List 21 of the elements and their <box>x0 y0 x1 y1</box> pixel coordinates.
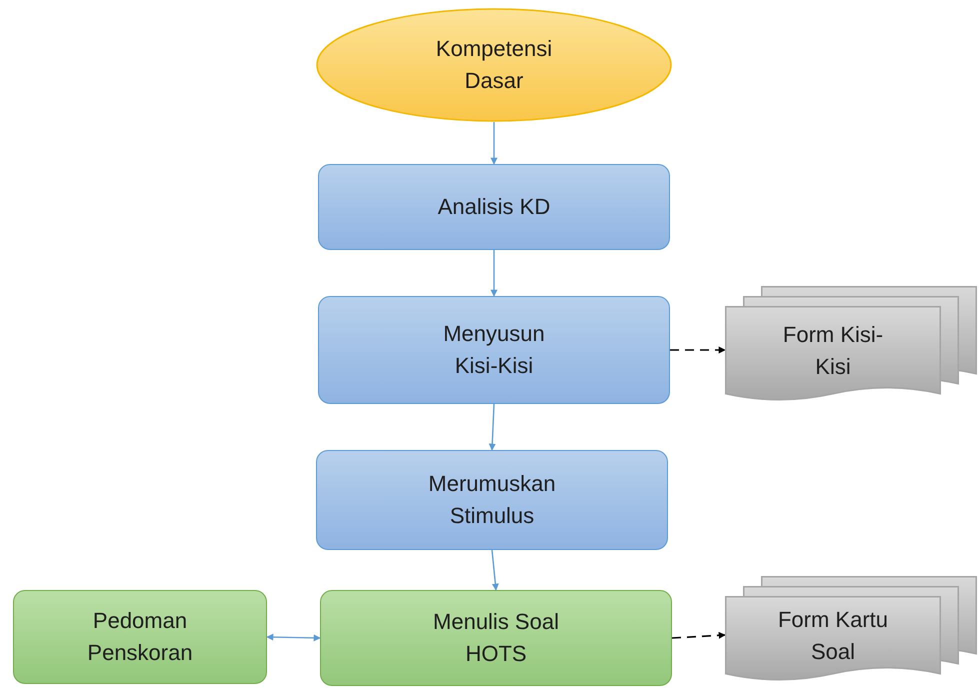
node-text: Menyusun Kisi-Kisi <box>442 320 546 380</box>
process-box <box>318 296 670 404</box>
node-text: Form Kartu Soal <box>776 606 890 666</box>
connector-arrow <box>266 634 321 642</box>
connector-arrow <box>491 550 499 591</box>
process-box <box>13 590 267 684</box>
process-box <box>318 164 670 250</box>
node-text: Menulis Soal HOTS <box>432 608 560 668</box>
node-text: Kompetensi Dasar <box>434 35 554 95</box>
process-box <box>316 450 668 550</box>
start-ellipse <box>316 8 672 122</box>
connector-arrow <box>670 346 726 354</box>
connector-arrow <box>490 122 498 165</box>
node-text: Merumuskan Stimulus <box>427 470 557 530</box>
node-text: Analisis KD <box>438 193 550 222</box>
process-box <box>320 590 672 686</box>
connector-arrow <box>672 632 726 639</box>
connector-arrow <box>490 250 498 297</box>
node-text: Pedoman Penskoran <box>86 607 194 667</box>
node-text: Form Kisi-Kisi <box>782 321 884 381</box>
connector-arrow <box>488 404 496 451</box>
